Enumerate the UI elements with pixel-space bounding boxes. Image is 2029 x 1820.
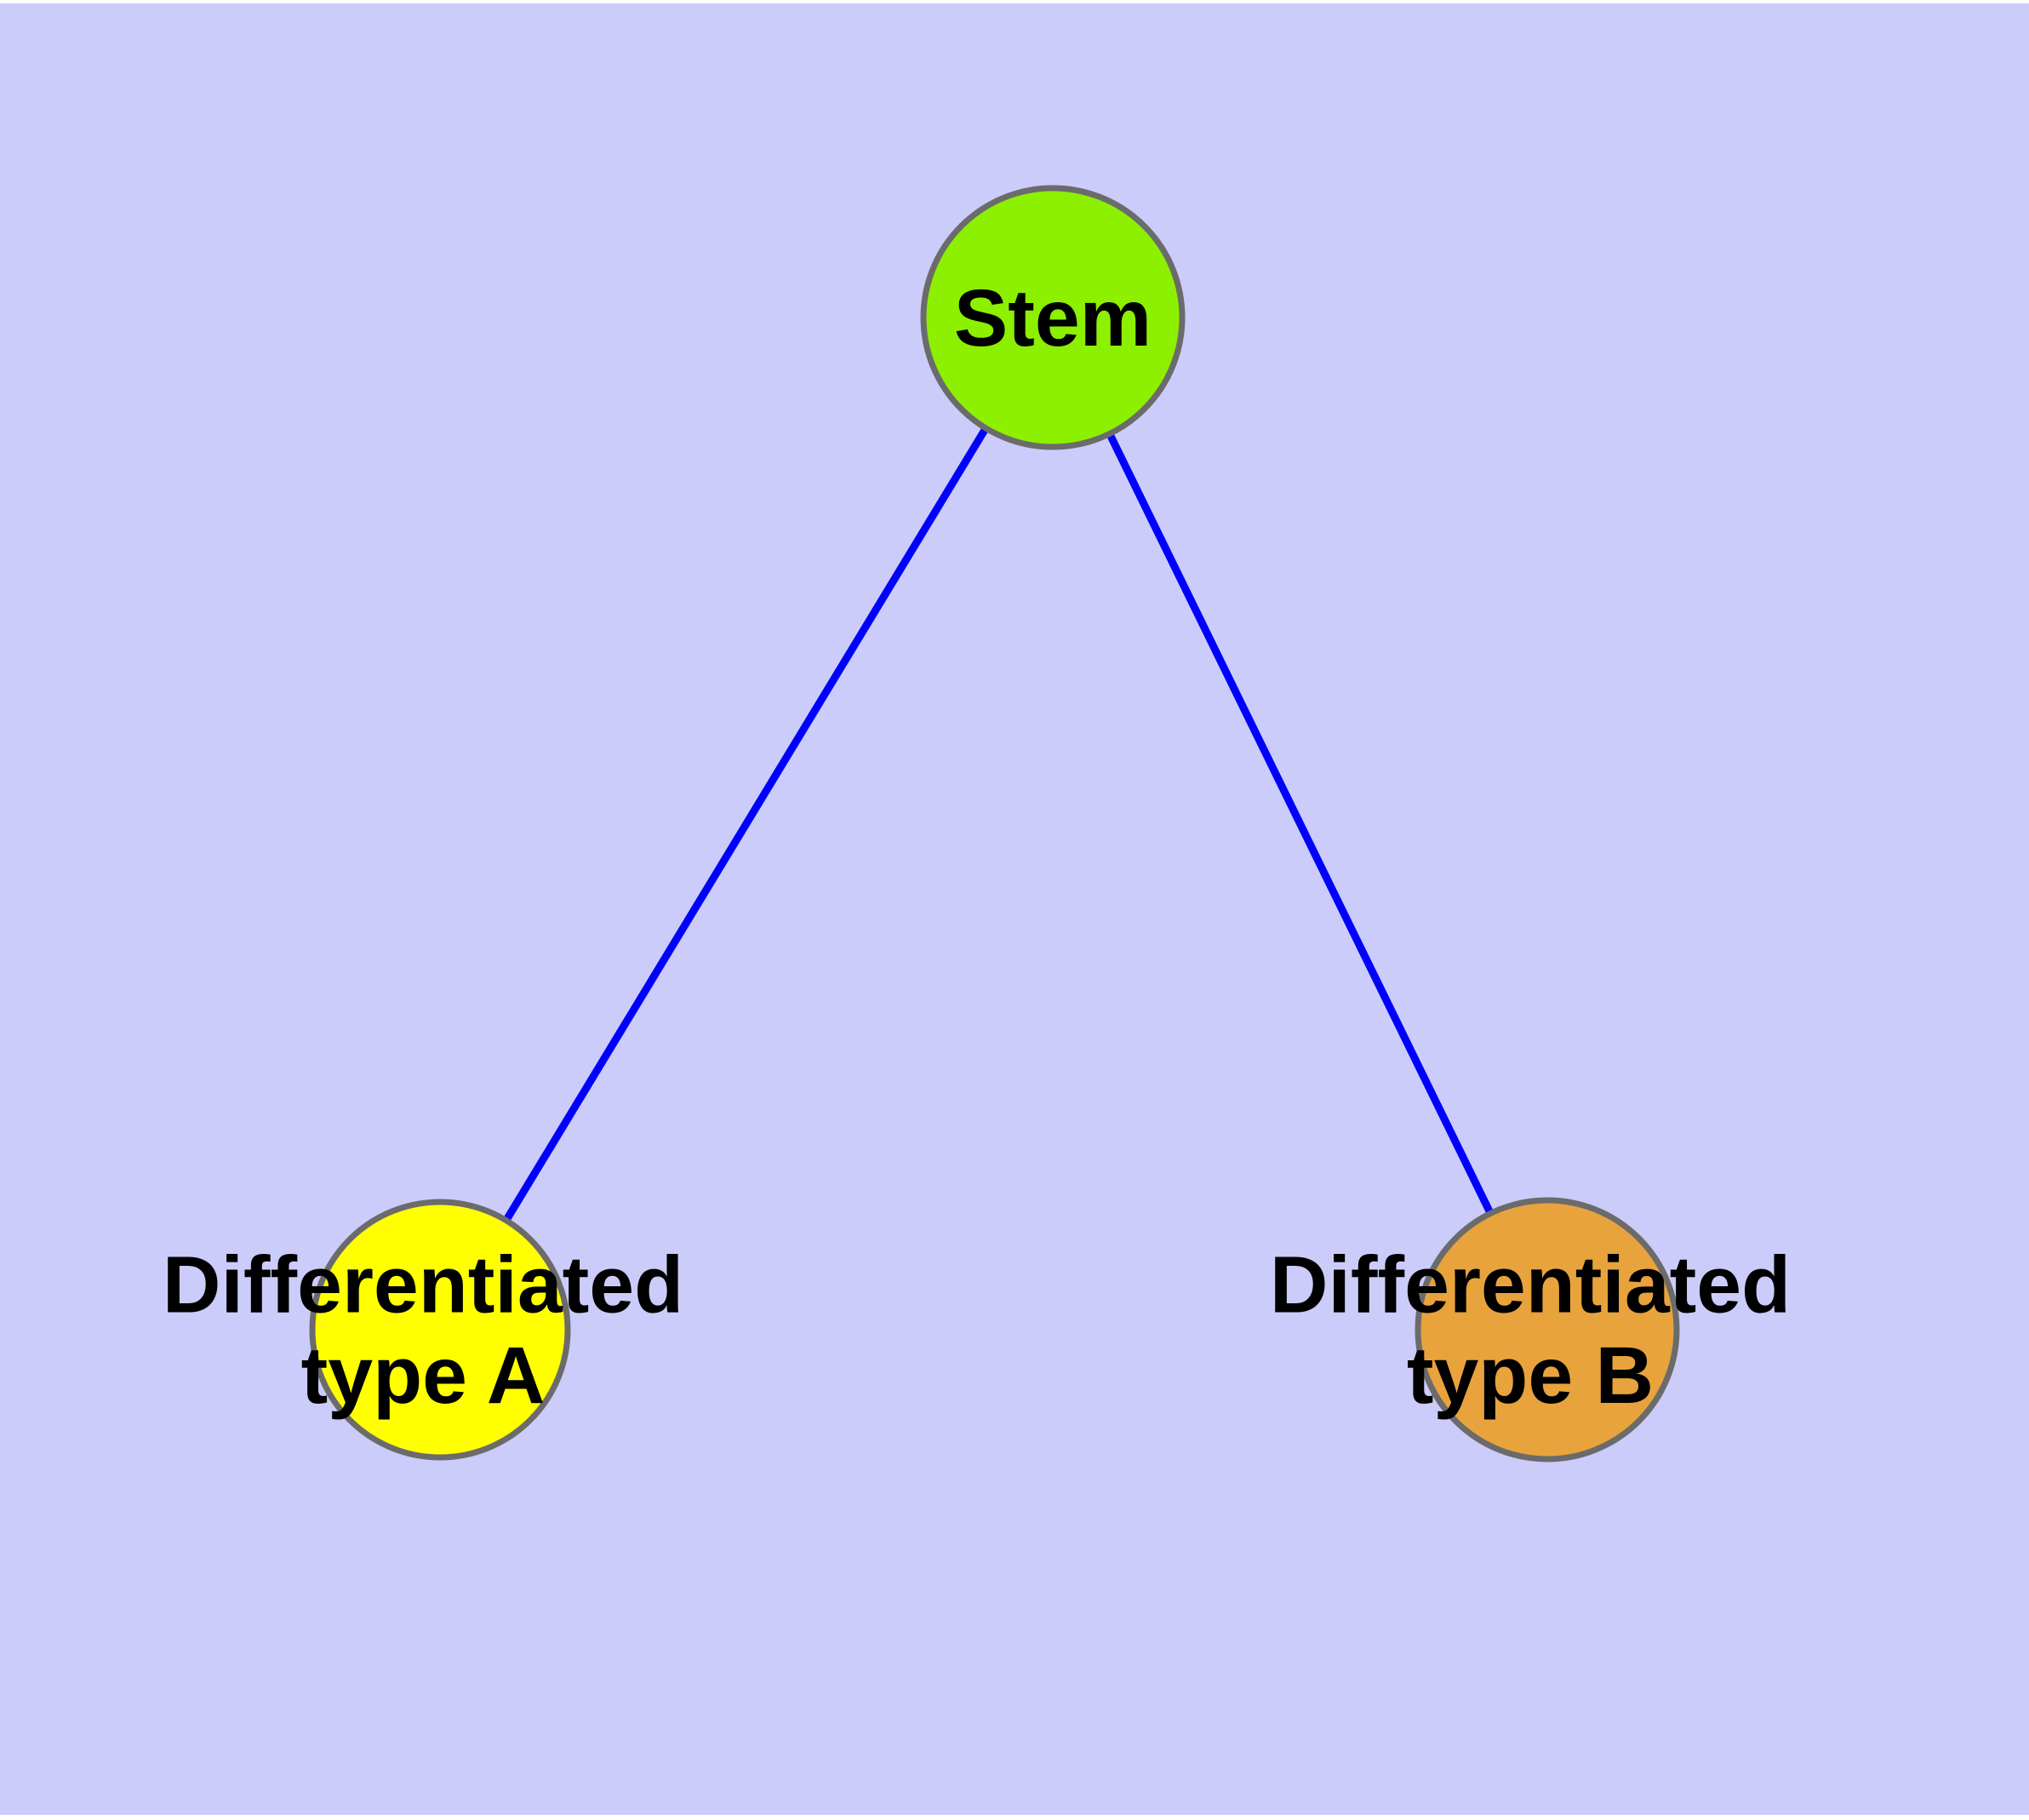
graph-node-label-line: Stem (954, 273, 1152, 363)
graph-node-stem[interactable] (920, 185, 1186, 450)
graph-edge-stem-to-b (1049, 316, 1552, 1331)
graph-node-label-line: Differentiated (1270, 1240, 1791, 1331)
graph-node-diff_a[interactable] (309, 1199, 571, 1461)
graph-node-label-line: Differentiated (163, 1240, 683, 1331)
edges-layer (437, 315, 1552, 1332)
graph-node-label-stem: Stem (954, 273, 1152, 363)
graph-node-diff_b[interactable] (1415, 1197, 1680, 1462)
nodes-layer (309, 185, 1680, 1462)
graph-edge-stem-to-a (437, 315, 1056, 1332)
graph-node-label-line: type B (1407, 1331, 1654, 1421)
graph-node-label-line: type A (301, 1331, 546, 1421)
